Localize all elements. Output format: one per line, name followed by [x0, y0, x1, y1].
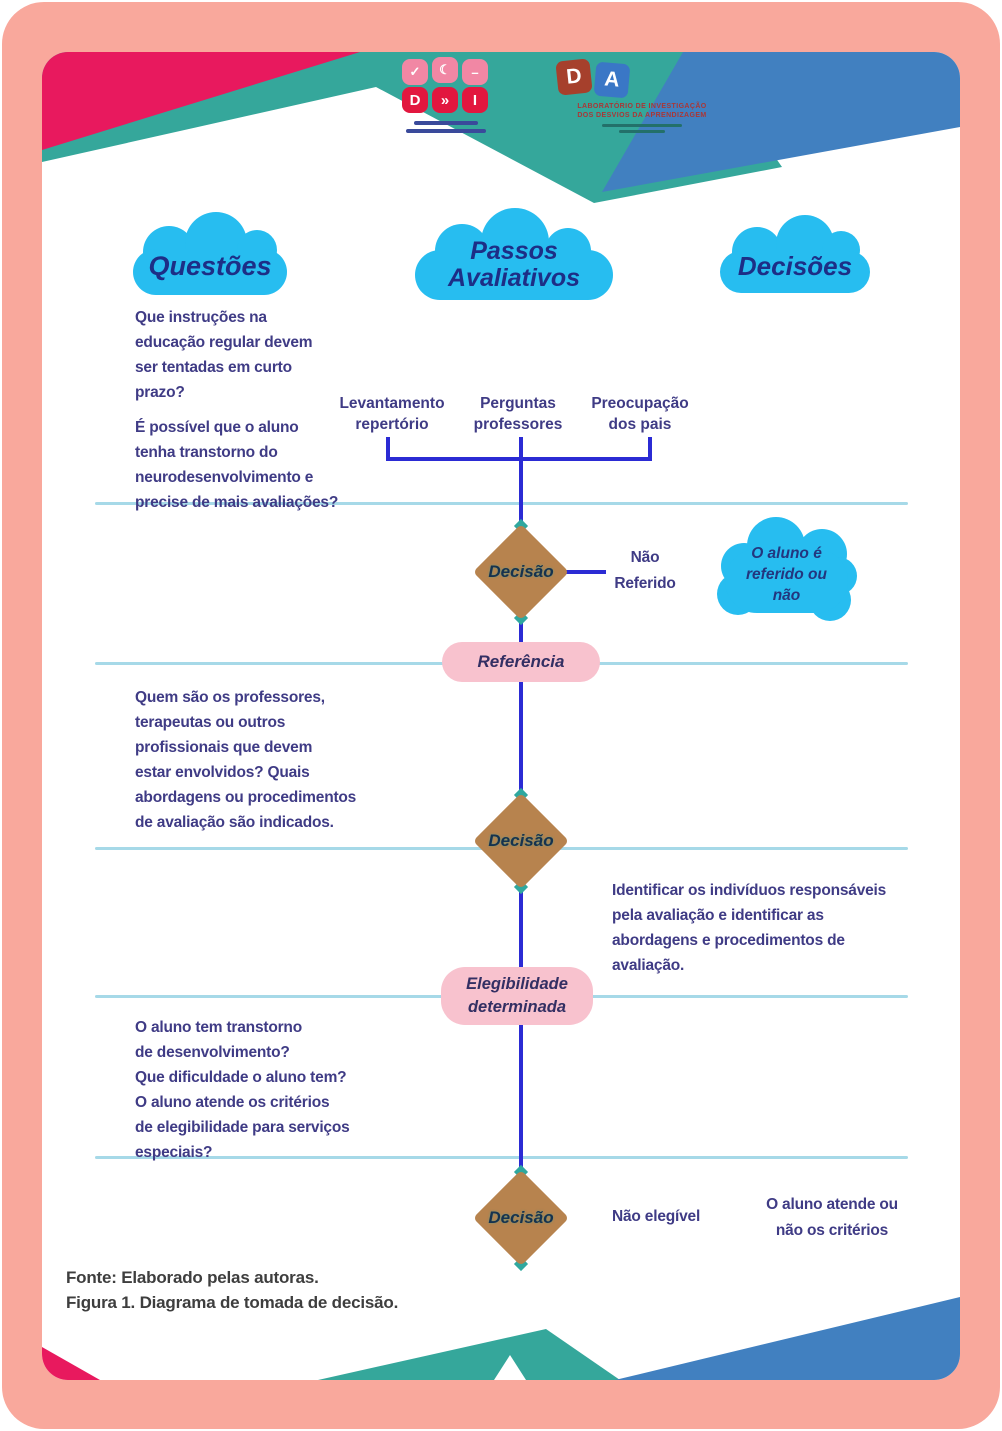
referred-cloud-label: O aluno é referido ou não: [746, 545, 827, 604]
bottom-teal-notch: [494, 1355, 526, 1380]
divider-line-5: [95, 1156, 908, 1159]
decision-diamond-1: Decisão: [472, 518, 570, 626]
questions-header: Questões: [148, 251, 272, 281]
question-block-4: O aluno tem transtorno de desenvolviment…: [135, 1019, 350, 1161]
bottom-teal-mountain: [318, 1329, 620, 1380]
criteria-annotation: O aluno atende ou não os critérios: [766, 1196, 898, 1239]
dei-caption-bar: [414, 121, 478, 125]
footer-fonte: Fonte: Elaborado pelas autoras.: [66, 1268, 319, 1287]
dei-tile-check-icon: ✓: [402, 59, 428, 85]
input-label-preocupacao: Preocupação dos pais: [591, 395, 689, 433]
referred-decision-cloud: O aluno é referido ou não: [713, 513, 860, 633]
dei-tile-dash-icon: –: [462, 59, 488, 85]
dei-tile-d: D: [402, 87, 428, 113]
dei-logo: ✓ ☾ – D » I: [400, 57, 492, 137]
footer-figura: Figura 1. Diagrama de tomada de decisão.: [66, 1293, 399, 1312]
identify-annotation: Identificar os indivíduos responsáveis p…: [612, 882, 887, 974]
question-block-3: Quem são os professores, terapeutas ou o…: [135, 689, 357, 831]
da-caption-bar: [619, 130, 665, 133]
divider-line-1: [95, 502, 908, 505]
not-referred-branch-line: [566, 570, 606, 574]
da-caption-bar: [602, 124, 682, 127]
poster-card: ✓ ☾ – D » I D A LABORATÓRIO DE INVESTIGA…: [42, 52, 960, 1380]
decision-diamond-3-label: Decisão: [488, 1208, 554, 1227]
connector-right-stub: [648, 437, 652, 461]
referral-pill: Referência: [442, 642, 600, 682]
dei-tile-arrow-icon: »: [432, 87, 458, 113]
decision-diamond-3: Decisão: [472, 1164, 570, 1272]
input-label-perguntas: Perguntas professores: [473, 395, 563, 433]
decisions-header: Decisões: [737, 251, 853, 281]
dei-tile-i: I: [462, 87, 488, 113]
decision-diamond-1-label: Decisão: [488, 562, 554, 581]
dei-caption-bar: [406, 129, 486, 133]
decisions-header-cloud: Decisões: [720, 215, 870, 293]
question-block-2: É possível que o aluno tenha transtorno …: [135, 419, 339, 511]
dei-tile-moon-icon: ☾: [432, 57, 458, 83]
not-eligible-label: Não elegível: [612, 1208, 701, 1225]
questions-header-cloud: Questões: [133, 212, 287, 295]
bottom-right-blue-triangle: [615, 1297, 960, 1380]
decision-diamond-2-label: Decisão: [488, 831, 554, 850]
connector-left-stub: [386, 437, 390, 461]
steps-header: Passos Avaliativos: [447, 237, 580, 292]
input-label-levantamento: Levantamento repertório: [339, 395, 445, 433]
da-logo: D A LABORATÓRIO DE INVESTIGAÇÃO DOS DESV…: [547, 56, 737, 136]
not-referred-label: Não Referido: [614, 549, 676, 592]
da-letter-d: D: [555, 58, 593, 96]
steps-header-cloud: Passos Avaliativos: [415, 208, 613, 300]
da-logo-caption: LABORATÓRIO DE INVESTIGAÇÃO DOS DESVIOS …: [577, 103, 707, 119]
top-left-magenta-triangle: [42, 52, 360, 150]
decision-diamond-2: Decisão: [472, 787, 570, 895]
eligibility-pill: Elegibilidade determinada: [441, 967, 593, 1025]
question-block-1: Que instruções na educação regular devem…: [135, 309, 313, 401]
da-letter-a: A: [593, 61, 631, 99]
